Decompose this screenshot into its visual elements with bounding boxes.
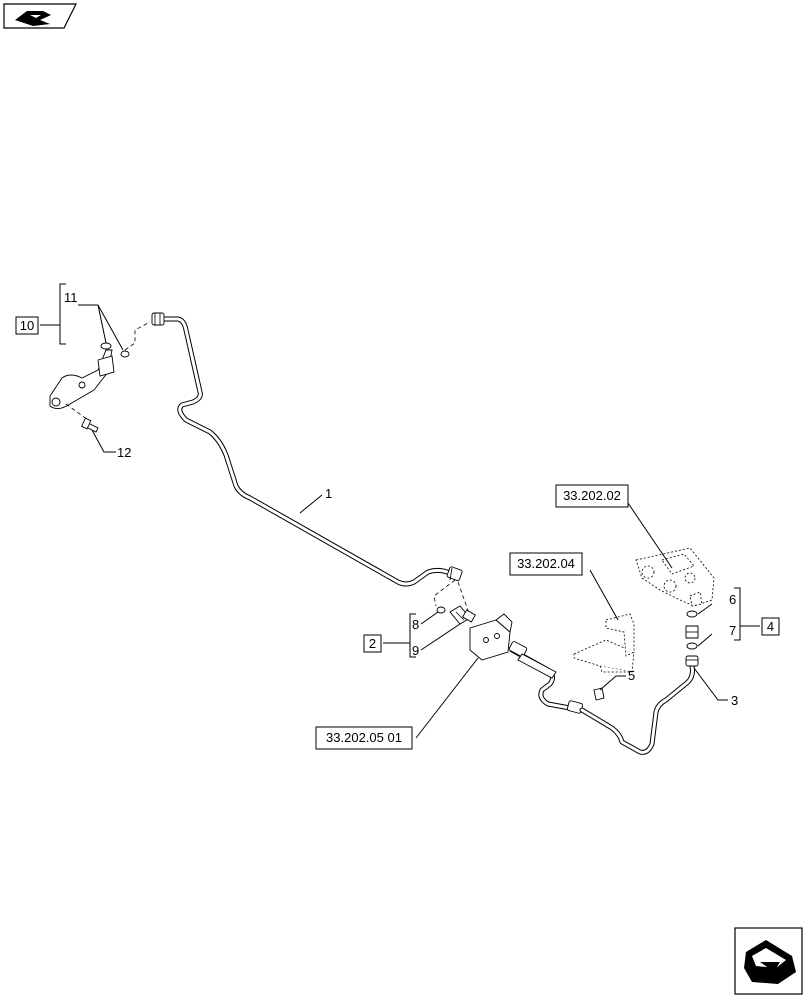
ref-bracket-label: 33.202.04 — [517, 556, 575, 571]
item-9-label: 9 — [412, 643, 419, 658]
item-8-label: 8 — [412, 617, 419, 632]
book-page-icon[interactable] — [3, 3, 77, 29]
pipe-item-1 — [151, 312, 463, 587]
ref-plate-label: 33.202.05 01 — [326, 730, 402, 745]
hose-item-3 — [508, 641, 699, 755]
valve-block — [635, 547, 715, 650]
support-bracket — [573, 613, 635, 701]
item-6-label: 6 — [729, 592, 736, 607]
item-3-label: 3 — [731, 693, 738, 708]
next-page-arrow-icon[interactable] — [734, 927, 803, 995]
item-1-label: 1 — [325, 486, 332, 501]
item-4-label: 4 — [767, 619, 774, 634]
item-11-label: 11 — [64, 290, 78, 305]
item-5-label: 5 — [628, 668, 635, 683]
ref-box-valve[interactable]: 33.202.02 — [555, 484, 629, 508]
item-12-label: 12 — [117, 445, 131, 460]
ref-box-bracket[interactable]: 33.202.04 — [509, 552, 583, 576]
item-2-label: 2 — [369, 636, 376, 651]
item-box-10[interactable]: 10 — [15, 316, 39, 335]
item-7-label: 7 — [729, 623, 736, 638]
leaders — [40, 283, 760, 739]
ref-box-plate[interactable]: 33.202.05 01 — [315, 726, 413, 750]
item-10-label: 10 — [20, 318, 34, 333]
bracket-item-10 — [49, 321, 151, 433]
ref-valve-label: 33.202.02 — [563, 488, 621, 503]
item-box-4[interactable]: 4 — [761, 617, 780, 636]
fitting-group-item-2 — [433, 579, 513, 661]
item-box-2[interactable]: 2 — [363, 634, 382, 653]
